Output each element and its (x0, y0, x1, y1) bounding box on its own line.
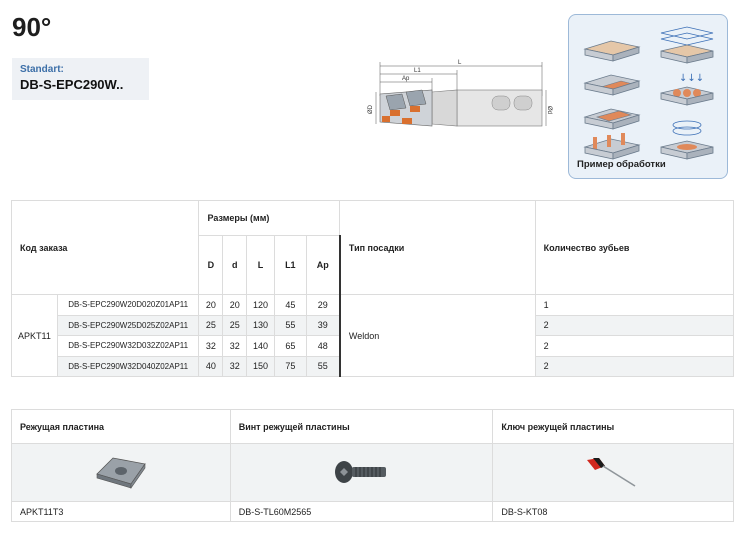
cell-d: 25 (222, 314, 248, 336)
table-row: DB-S-EPC290W32D032Z02AP11 32 32 140 65 4… (12, 335, 735, 357)
cell-L1: 75 (273, 355, 307, 377)
cell-d: 32 (222, 335, 248, 357)
cell-D: 32 (198, 335, 224, 357)
standard-box: Standart: DB-S-EPC290W.. (12, 58, 149, 100)
cell-L1: 55 (273, 314, 307, 336)
standard-label: Standart: (20, 64, 64, 75)
cell-Ap: 29 (305, 294, 341, 316)
dim-L1: L1 (414, 68, 421, 74)
screw-header: Винт режущей пластины (229, 409, 494, 444)
order-code-cell: DB-S-EPC290W25D025Z02AP11 (56, 314, 200, 336)
svg-text:↓↓↓: ↓↓↓ (679, 73, 704, 84)
teeth-cell: 1 (534, 294, 735, 316)
insert-screw-icon (334, 460, 386, 483)
parts-table: Режущая пластина Винт режущей пластины К… (11, 409, 734, 522)
sub-header-d: d (222, 235, 248, 295)
key-image-cell (492, 443, 734, 502)
sub-header-L: L (246, 235, 275, 295)
cell-L: 120 (246, 294, 275, 316)
cell-d: 20 (222, 294, 248, 316)
table-row: APKT11 DB-S-EPC290W20D020Z01AP11 20 20 1… (11, 294, 735, 377)
cell-D: 25 (198, 314, 224, 336)
dim-d: Ød (546, 106, 552, 114)
plunge-milling-icon: ↓↓↓ (660, 73, 714, 106)
screw-code: DB-S-TL60M2565 (229, 501, 494, 522)
cell-L1: 45 (273, 294, 307, 316)
end-mill-drawing: L L1 Ap ØD Ød (368, 60, 552, 127)
cell-d: 32 (222, 355, 248, 377)
order-code-cell: DB-S-EPC290W20D020Z01AP11 (56, 294, 200, 316)
order-code-header: Код заказа (10, 200, 200, 295)
face-milling-icon (583, 40, 641, 62)
dimensions-header: Размеры (мм) (198, 200, 341, 236)
helical-milling-icon (660, 120, 714, 160)
fit-type-header: Тип посадки (339, 200, 536, 295)
machining-examples-panel: ↓↓↓ (568, 14, 728, 179)
cell-D: 20 (198, 294, 224, 316)
standard-code: DB-S-EPC290W.. (20, 77, 124, 92)
dim-L: L (458, 60, 462, 66)
order-code-cell: DB-S-EPC290W32D032Z02AP11 (56, 335, 200, 357)
ramping-icon (583, 108, 641, 130)
slot-milling-icon (583, 133, 641, 160)
machining-examples-icons: ↓↓↓ (583, 26, 714, 160)
teeth-count-header: Количество зубьев (534, 200, 735, 295)
cutting-insert-icon (96, 457, 146, 489)
angle-title: 90° (12, 12, 52, 42)
teeth-cell: 2 (534, 314, 735, 336)
cell-Ap: 39 (305, 314, 341, 336)
sub-header-Ap: Ap (305, 235, 341, 295)
sub-header-D: D (198, 235, 224, 295)
cell-Ap: 55 (305, 355, 341, 377)
screw-image-cell (229, 443, 494, 502)
examples-label: Пример обработки (577, 159, 666, 170)
cell-L: 140 (246, 335, 275, 357)
teeth-cell: 2 (534, 355, 735, 377)
insert-image-cell (11, 443, 231, 502)
insert-header: Режущая пластина (11, 409, 231, 444)
specification-table: Код заказа Размеры (мм) Тип посадки Коли… (10, 200, 735, 377)
cell-Ap: 48 (305, 335, 341, 357)
dim-Ap: Ap (402, 76, 410, 82)
pocket-milling-icon (660, 26, 714, 64)
cell-L1: 65 (273, 335, 307, 357)
fit-type-cell: Weldon (339, 294, 536, 377)
key-code: DB-S-KT08 (492, 501, 734, 522)
cell-D: 40 (198, 355, 224, 377)
insert-group-cell: APKT11 (11, 294, 58, 377)
table-row: DB-S-EPC290W32D040Z02AP11 40 32 150 75 5… (12, 355, 735, 377)
wrench-key-icon (587, 457, 636, 487)
cell-L: 130 (246, 314, 275, 336)
dim-D: ØD (368, 104, 374, 114)
key-header: Ключ режущей пластины (492, 409, 734, 444)
shoulder-milling-icon (583, 74, 641, 96)
order-code-cell: DB-S-EPC290W32D040Z02AP11 (56, 355, 200, 377)
cell-L: 150 (246, 355, 275, 377)
sub-header-L1: L1 (273, 235, 307, 295)
insert-code: APKT11T3 (11, 501, 231, 522)
teeth-cell: 2 (534, 335, 735, 357)
